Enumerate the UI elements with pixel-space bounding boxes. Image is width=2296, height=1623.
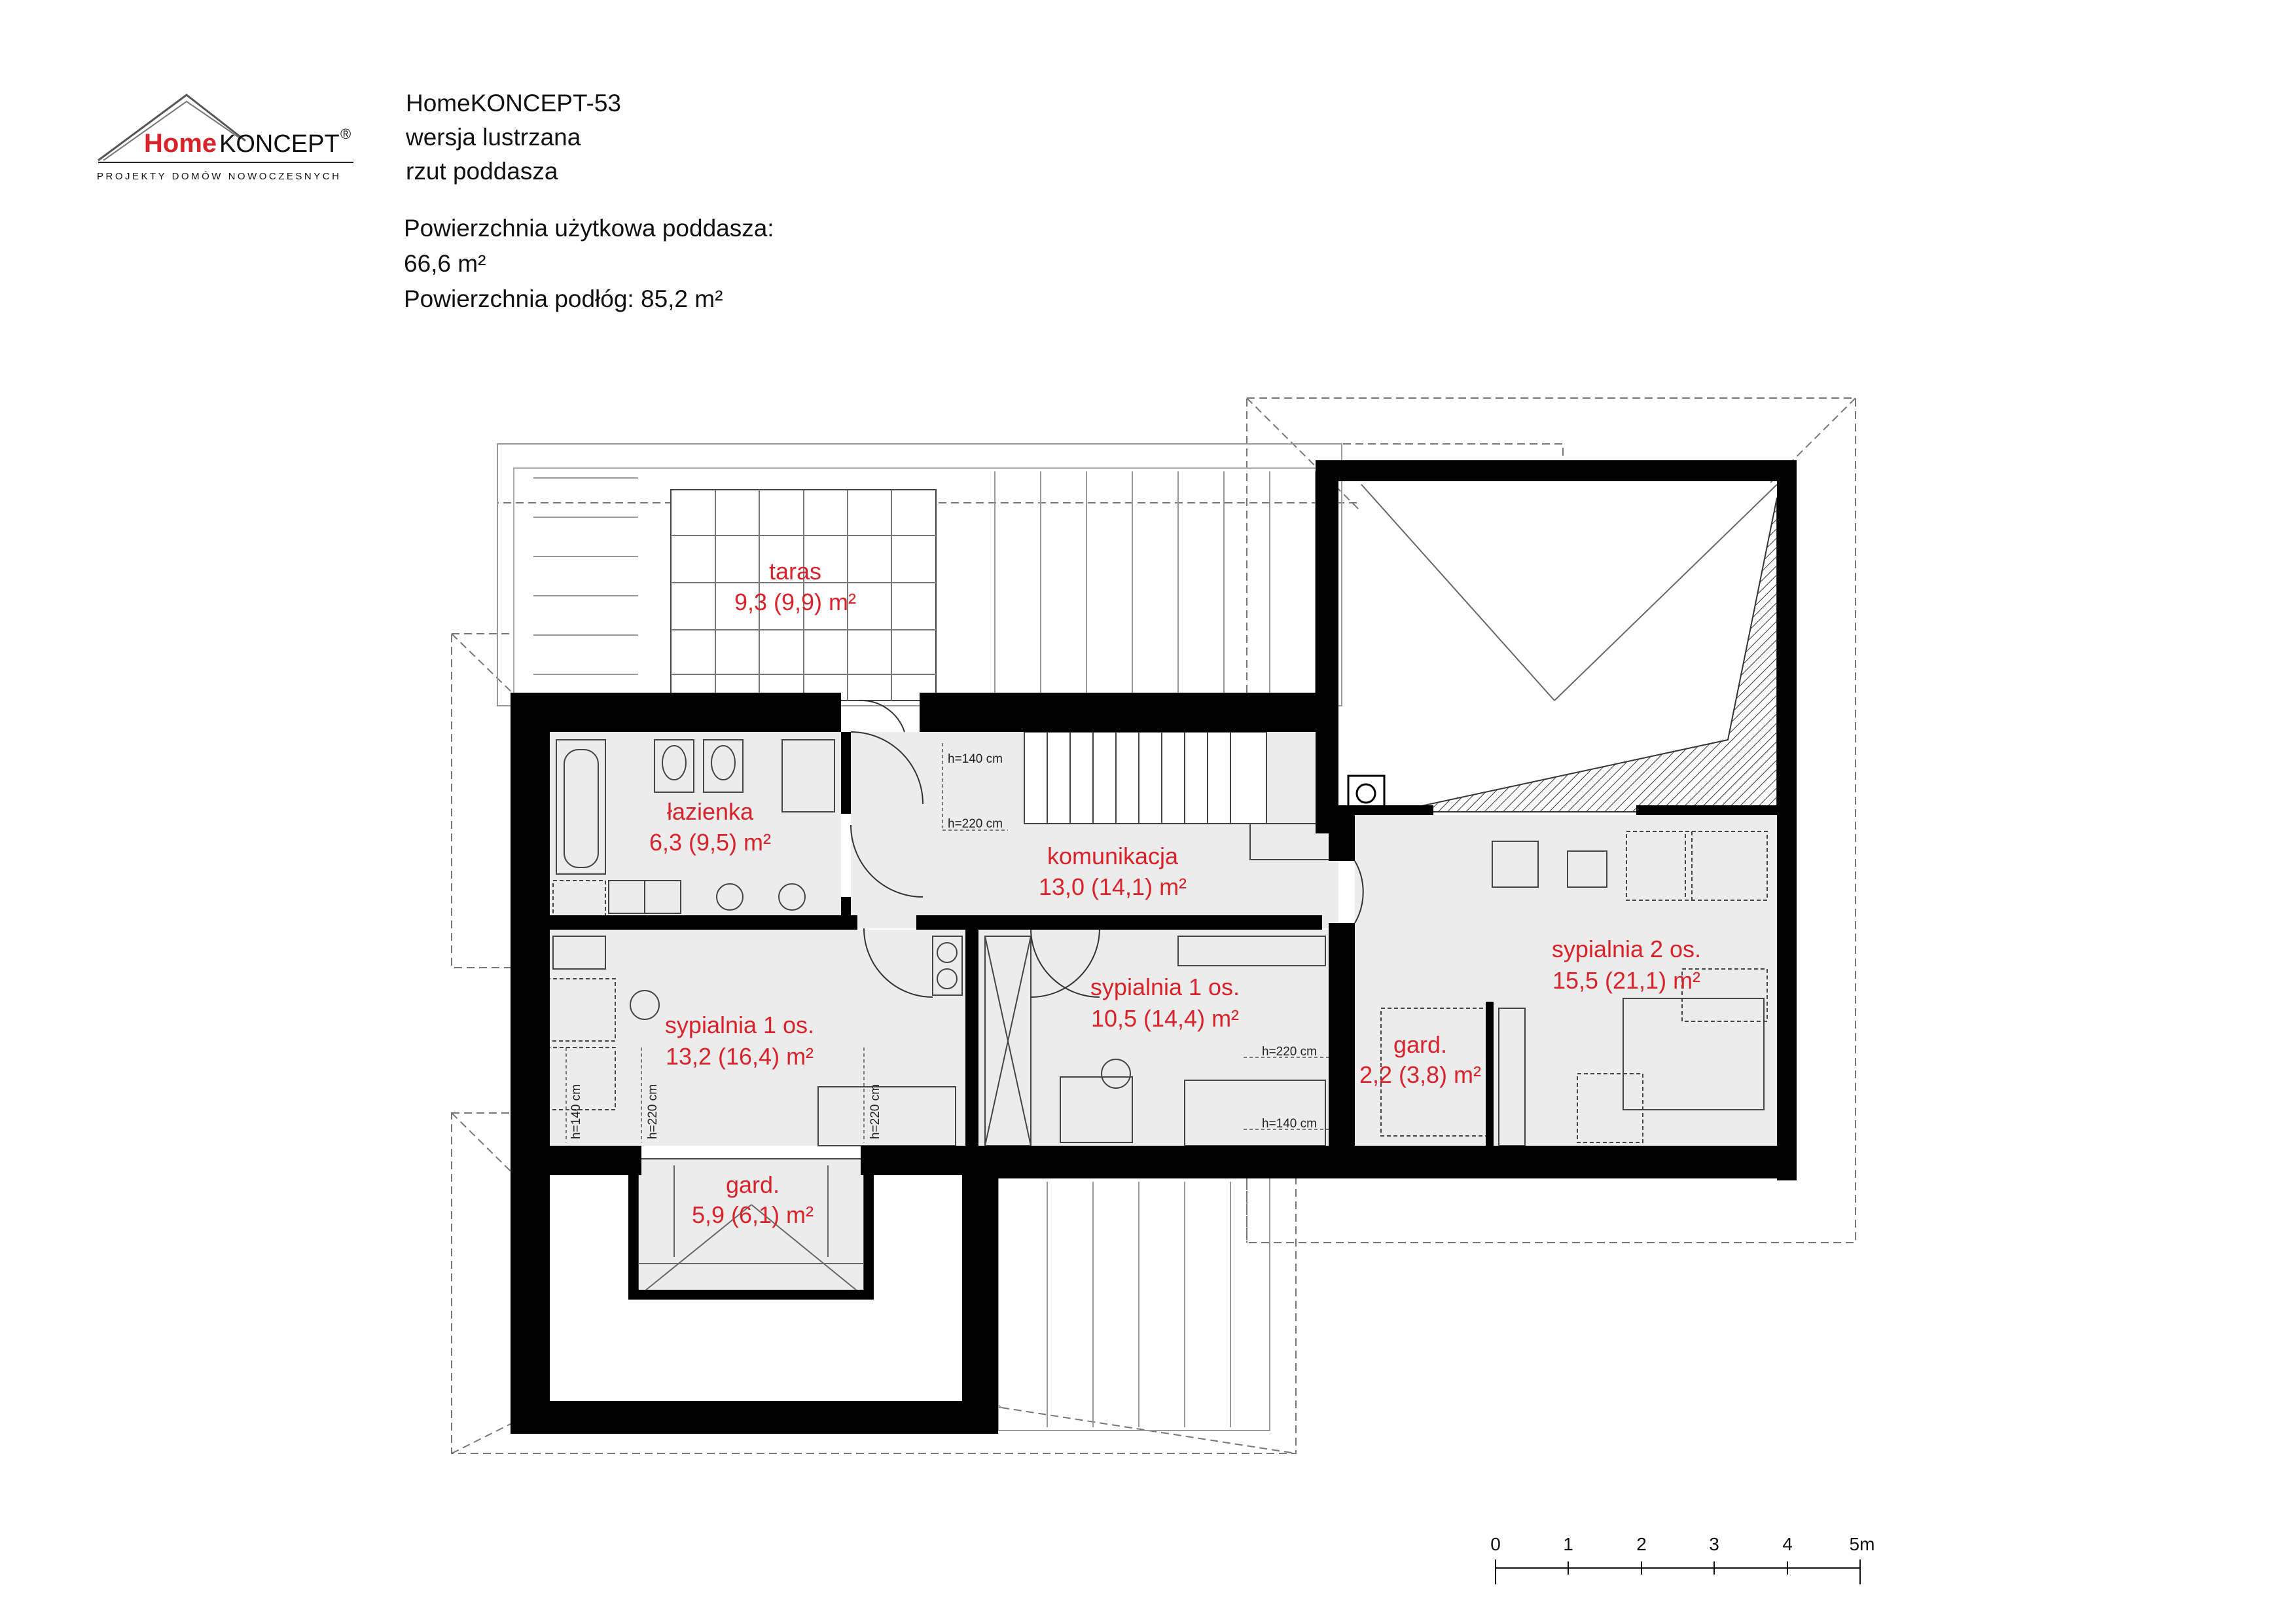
room-name-sypialnia-b: sypialnia 1 os. xyxy=(665,1012,814,1038)
room-name-komunikacja: komunikacja xyxy=(1047,843,1179,869)
view-label: rzut poddasza xyxy=(406,158,558,185)
scale-tick-3: 3 xyxy=(1709,1534,1719,1554)
room-area-sypialnia-2: 15,5 (21,1) m² xyxy=(1552,967,1700,994)
room-name-taras: taras xyxy=(769,558,821,585)
bidet xyxy=(703,739,744,793)
room-area-gard-large: 5,9 (6,1) m² xyxy=(692,1201,814,1228)
title-block: HomeKONCEPT-53 wersja lustrzana rzut pod… xyxy=(406,86,621,189)
room-taras: taras 9,3 (9,9) m² xyxy=(734,558,856,615)
staircase xyxy=(1024,731,1333,860)
room-area-taras: 9,3 (9,9) m² xyxy=(734,589,856,615)
logo-tagline: PROJEKTY DOMÓW NOWOCZESNYCH xyxy=(97,171,341,182)
terrace-area xyxy=(497,443,1342,706)
bathtub-basin xyxy=(564,749,599,868)
logo-home-text: Home xyxy=(144,129,217,158)
floor-area-label: Powierzchnia podłóg: 85,2 m² xyxy=(404,285,723,312)
scale-bar: 0 1 2 3 4 5m xyxy=(1490,1534,1874,1584)
armchair xyxy=(1492,841,1539,888)
height-note-220-hall: h=220 cm xyxy=(948,817,1003,831)
project-name: HomeKONCEPT-53 xyxy=(406,90,621,117)
room-name-gard-large: gard. xyxy=(726,1171,780,1198)
scale-tick-0: 0 xyxy=(1490,1534,1501,1554)
scale-tick-5: 5m xyxy=(1850,1534,1875,1554)
room-area-gard-small: 2,2 (3,8) m² xyxy=(1359,1061,1481,1088)
logo-registered-mark: ® xyxy=(340,126,351,142)
usable-area-value: 66,6 m² xyxy=(404,250,486,277)
scale-tick-2: 2 xyxy=(1636,1534,1647,1554)
height-note-140-hall: h=140 cm xyxy=(948,752,1003,766)
room-name-lazienka: łazienka xyxy=(667,798,754,825)
room-sypialnia-a: sypialnia 1 os. 10,5 (14,4) m² xyxy=(1090,974,1240,1032)
room-labels: taras 9,3 (9,9) m² łazienka 6,3 (9,5) m²… xyxy=(649,558,1701,1228)
toilet xyxy=(654,739,694,793)
room-area-sypialnia-b: 13,2 (16,4) m² xyxy=(666,1043,814,1070)
doors xyxy=(850,699,1364,998)
room-gard-small: gard. 2,2 (3,8) m² xyxy=(1359,1031,1481,1088)
height-note-140-left: h=140 cm xyxy=(569,1084,583,1139)
furniture xyxy=(533,739,1768,1146)
room-sypialnia-2: sypialnia 2 os. 15,5 (21,1) m² xyxy=(1552,936,1701,994)
scale-tick-4: 4 xyxy=(1782,1534,1793,1554)
room-sypialnia-b: sypialnia 1 os. 13,2 (16,4) m² xyxy=(665,1012,814,1070)
height-note-220-right: h=220 cm xyxy=(869,1084,882,1139)
variant-label: wersja lustrzana xyxy=(406,124,581,151)
height-note-220-bedroom: h=220 cm xyxy=(1262,1045,1317,1059)
room-area-lazienka: 6,3 (9,5) m² xyxy=(649,829,771,856)
walls xyxy=(511,460,1797,1434)
area-stats: Powierzchnia użytkowa poddasza: 66,6 m² … xyxy=(404,211,774,317)
logo-koncept-text: KONCEPT xyxy=(219,130,340,158)
room-area-sypialnia-a: 10,5 (14,4) m² xyxy=(1091,1005,1239,1032)
shower xyxy=(781,739,835,812)
room-name-sypialnia-a: sypialnia 1 os. xyxy=(1090,974,1240,1000)
room-gard-large: gard. 5,9 (6,1) m² xyxy=(692,1171,814,1228)
scale-tick-1: 1 xyxy=(1563,1534,1573,1554)
room-name-gard-small: gard. xyxy=(1393,1031,1447,1058)
washing-units xyxy=(932,936,963,996)
brand-logo: Home KONCEPT ® PROJEKTY DOMÓW NOWOCZESNY… xyxy=(92,92,367,183)
room-komunikacja: komunikacja 13,0 (14,1) m² xyxy=(1039,843,1187,900)
height-note-140-bedroom: h=140 cm xyxy=(1262,1117,1317,1131)
height-notes: h=140 cm h=220 cm h=220 cm h=140 cm h=14… xyxy=(565,743,1329,1142)
room-name-sypialnia-2: sypialnia 2 os. xyxy=(1552,936,1701,962)
room-lazienka: łazienka 6,3 (9,5) m² xyxy=(649,798,771,856)
height-note-220-left: h=220 cm xyxy=(646,1084,660,1139)
logo-roof-icon: Home KONCEPT ® PROJEKTY DOMÓW NOWOCZESNY… xyxy=(97,94,353,182)
usable-area-label: Powierzchnia użytkowa poddasza: xyxy=(404,215,774,242)
bathtub xyxy=(556,739,606,875)
roof-void xyxy=(1347,484,1778,813)
bed-double xyxy=(1623,998,1765,1110)
room-area-komunikacja: 13,0 (14,1) m² xyxy=(1039,873,1187,900)
